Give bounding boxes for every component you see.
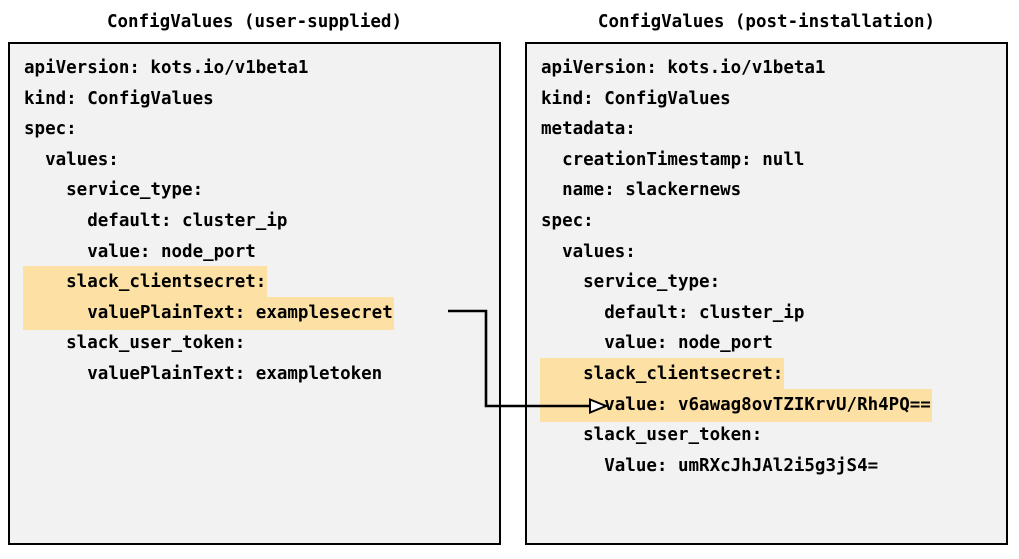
code-line-text: spec: xyxy=(24,119,77,140)
code-line: slack_clientsecret: xyxy=(527,357,1006,392)
code-line-text: service_type: xyxy=(24,180,204,201)
code-line: value: v6awag8ovTZIKrvU/Rh4PQ== xyxy=(527,388,1006,423)
code-line-text: value: node_port xyxy=(24,241,256,262)
code-line: metadata: xyxy=(527,113,1006,144)
code-line: kind: ConfigValues xyxy=(10,83,499,114)
left-panel-title: ConfigValues (user-supplied) xyxy=(106,12,402,32)
left-yaml-code: apiVersion: kots.io/v1beta1 kind: ConfigV… xyxy=(10,52,499,389)
right-config-panel: apiVersion: kots.io/v1beta1 kind: ConfigV… xyxy=(525,42,1008,545)
code-line-text: service_type: xyxy=(541,272,721,293)
code-line: valuePlainText: examplesecret xyxy=(10,296,499,331)
code-line: name: slackernews xyxy=(527,174,1006,205)
code-line-text: Value: umRXcJhJAl2i5g3jS4= xyxy=(541,455,879,476)
code-line-text: kind: ConfigValues xyxy=(541,88,731,109)
left-config-panel: apiVersion: kots.io/v1beta1 kind: ConfigV… xyxy=(8,42,501,545)
code-line: value: node_port xyxy=(10,236,499,267)
code-line-text: valuePlainText: examplesecret xyxy=(23,296,394,331)
code-line: creationTimestamp: null xyxy=(527,144,1006,175)
code-line: slack_user_token: xyxy=(527,419,1006,450)
right-yaml-code: apiVersion: kots.io/v1beta1 kind: ConfigV… xyxy=(527,52,1006,480)
code-line-text: apiVersion: kots.io/v1beta1 xyxy=(541,58,826,78)
code-line-text: values: xyxy=(24,149,119,170)
code-line-text: default: cluster_ip xyxy=(541,302,805,323)
right-panel-title: ConfigValues (post-installation) xyxy=(597,12,936,32)
code-line-text: slack_clientsecret: xyxy=(23,266,268,300)
code-line: default: cluster_ip xyxy=(10,205,499,236)
code-line: slack_user_token: xyxy=(10,327,499,358)
code-line-text: slack_user_token: xyxy=(541,425,763,446)
code-line-text: kind: ConfigValues xyxy=(24,88,214,109)
code-line-text: values: xyxy=(541,241,636,262)
code-line: service_type: xyxy=(10,174,499,205)
code-line-text: spec: xyxy=(541,210,594,231)
code-line: value: node_port xyxy=(527,327,1006,358)
code-line-text: value: v6awag8ovTZIKrvU/Rh4PQ== xyxy=(540,388,932,423)
code-line-text: apiVersion: kots.io/v1beta1 xyxy=(24,58,309,78)
code-line-text: default: cluster_ip xyxy=(24,210,288,231)
code-line: spec: xyxy=(10,113,499,144)
code-line-text: name: slackernews xyxy=(541,180,742,201)
code-line: Value: umRXcJhJAl2i5g3jS4= xyxy=(527,450,1006,481)
code-line: default: cluster_ip xyxy=(527,297,1006,328)
code-line-text: slack_user_token: xyxy=(24,333,246,354)
code-line: valuePlainText: exampletoken xyxy=(10,358,499,389)
code-line-text: metadata: xyxy=(541,119,636,140)
code-line: values: xyxy=(527,236,1006,267)
code-line: apiVersion: kots.io/v1beta1 xyxy=(527,52,1006,83)
code-line-text: valuePlainText: exampletoken xyxy=(24,363,383,384)
code-line: kind: ConfigValues xyxy=(527,83,1006,114)
code-line: slack_clientsecret: xyxy=(10,266,499,300)
code-line-text: slack_clientsecret: xyxy=(540,357,785,392)
code-line-text: value: node_port xyxy=(541,333,773,354)
code-line: spec: xyxy=(527,205,1006,236)
code-line-text: creationTimestamp: null xyxy=(541,149,805,170)
code-line: apiVersion: kots.io/v1beta1 xyxy=(10,52,499,83)
code-line: service_type: xyxy=(527,266,1006,297)
code-line: values: xyxy=(10,144,499,175)
